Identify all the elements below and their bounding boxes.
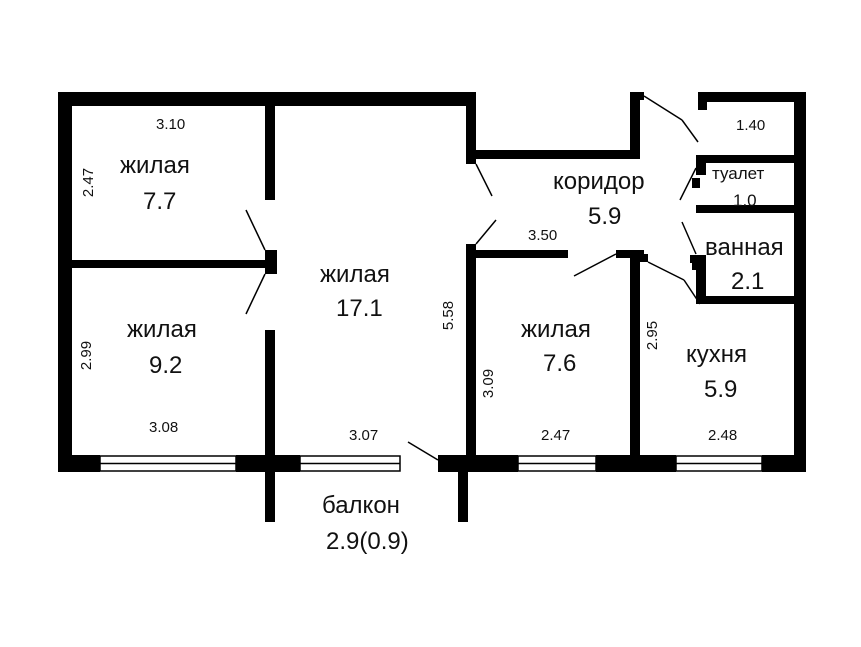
room-name-kitchen: кухня [686, 341, 748, 368]
room-area-living-bl: 9.2 [149, 352, 183, 379]
dim-bottom-left-width: 3.08 [149, 419, 179, 436]
room-name-balcony: балкон [322, 492, 400, 519]
room-name-corridor: коридор [553, 168, 645, 195]
dim-corridor-width: 3.50 [528, 227, 558, 244]
door-swings [245, 95, 701, 461]
dim-left-lower-height: 2.99 [78, 340, 96, 371]
room-area-corridor: 5.9 [588, 203, 622, 230]
dim-mid-width: 2.47 [541, 427, 571, 444]
windows [59, 129, 763, 472]
room-name-living-bl: жилая [127, 316, 197, 343]
room-name-living-tl: жилая [120, 152, 190, 179]
dim-top-left-width: 3.10 [156, 116, 186, 133]
room-area-kitchen: 5.9 [704, 376, 738, 403]
dim-main-width: 3.07 [349, 427, 379, 444]
room-name-living-main: жилая [320, 261, 390, 288]
dim-main-height: 5.58 [440, 300, 458, 331]
room-area-balcony: 2.9(0.9) [326, 528, 409, 555]
dim-mid-height: 3.09 [480, 368, 498, 399]
dim-left-upper-height: 2.47 [80, 167, 98, 198]
room-area-bathroom: 2.1 [731, 268, 765, 295]
room-area-living-mid: 7.6 [543, 350, 577, 377]
dim-kitchen-width: 2.48 [708, 427, 738, 444]
room-area-living-main: 17.1 [336, 295, 383, 322]
walls [58, 92, 806, 522]
dim-storage-width: 1.40 [736, 117, 766, 134]
room-area-living-tl: 7.7 [143, 188, 177, 215]
room-area-toilet: 1.0 [733, 191, 757, 210]
dim-kitchen-height: 2.95 [644, 320, 662, 351]
room-name-toilet: туалет [712, 164, 765, 183]
room-name-bathroom: ванная [705, 234, 784, 261]
room-name-living-mid: жилая [521, 316, 591, 343]
